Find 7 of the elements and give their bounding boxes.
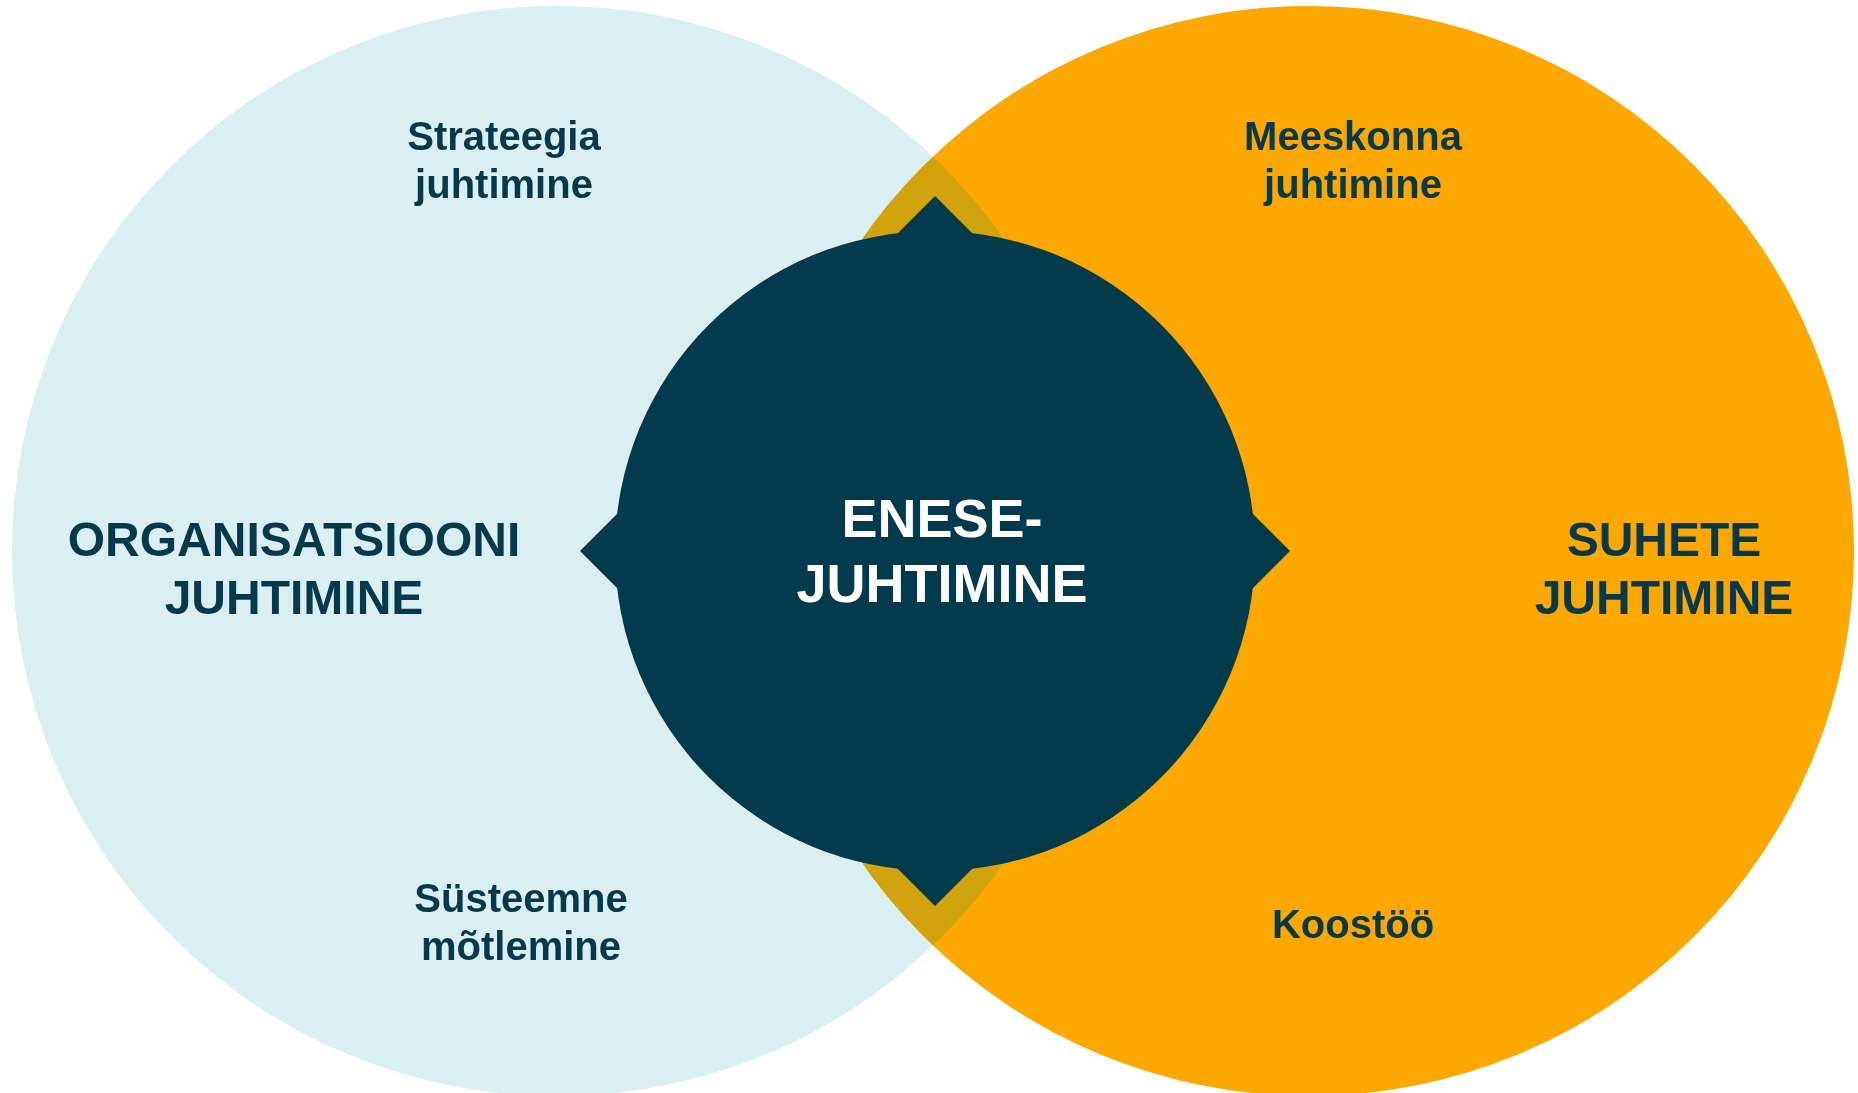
topic-label: Strateegia juhtimine: [406, 113, 602, 208]
circle-title: SUHETE JUHTIMINE: [1533, 512, 1795, 626]
center-title: ENESE- JUHTIMINE: [795, 487, 1089, 615]
topic-label: Süsteemne mõtlemine: [413, 875, 629, 970]
topic-label: Meeskonna juhtimine: [1243, 113, 1464, 208]
topic-label: Koostöö: [1270, 901, 1436, 948]
circle-title: ORGANISATSIOONI JUHTIMINE: [66, 512, 522, 626]
